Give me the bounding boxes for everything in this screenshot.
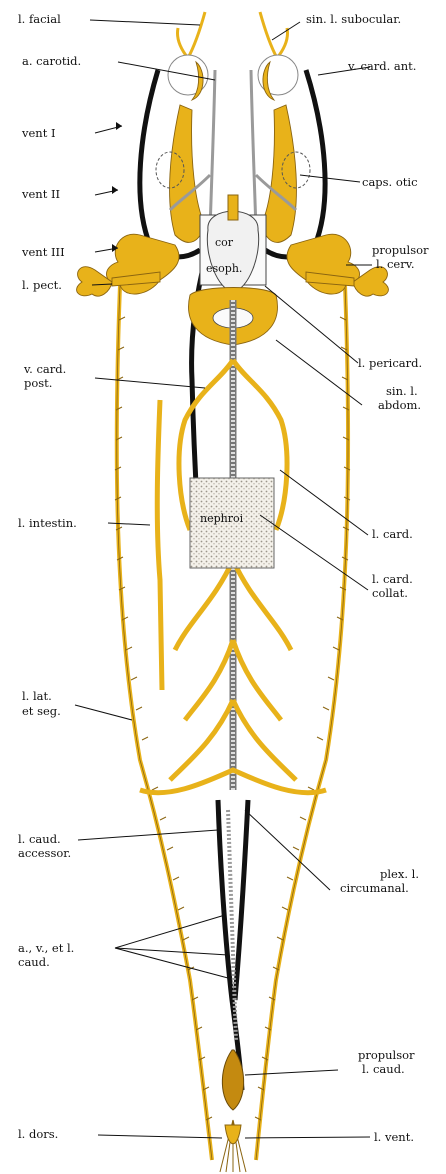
segmental-ticks-left [115, 317, 212, 1120]
label-propulsor-caud-2: l. caud. [362, 1063, 405, 1076]
label-l-card: l. card. [372, 528, 413, 541]
label-l-facial: l. facial [18, 13, 61, 26]
body-outline-right-edge [256, 285, 348, 1160]
label-v-card-post-2: post. [24, 377, 52, 390]
label-l-pericard: l. pericard. [358, 357, 422, 370]
label-cor: cor [215, 236, 233, 249]
label-l-card-collat-2: collat. [372, 587, 408, 600]
label-l-card-collat-1: l. card. [372, 573, 413, 586]
label-l-caud-accessor-2: accessor. [18, 847, 71, 860]
label-l-intestin: l. intestin. [18, 517, 77, 530]
label-sin-l-abdom-2: abdom. [378, 399, 421, 412]
segmental-ticks-right [255, 317, 350, 1120]
label-l-lat-2: et seg. [22, 705, 61, 718]
label-sin-l-abdom-1: sin. l. [386, 385, 418, 398]
label-vent-2: vent II [22, 188, 60, 201]
label-plex-l-1: plex. l. [380, 868, 419, 881]
label-v-card-ant: v. card. ant. [348, 60, 416, 73]
label-l-caud-accessor-1: l. caud. [18, 833, 61, 846]
label-nephroi: nephroi [200, 512, 243, 525]
caudal-vessels [218, 800, 248, 1090]
label-plex-l-2: circumanal. [340, 882, 409, 895]
label-caps-otic: caps. otic [362, 176, 418, 189]
label-propulsor-cerv-2: l. cerv. [376, 258, 415, 271]
label-l-vent: l. vent. [374, 1131, 414, 1144]
label-propulsor-cerv-1: propulsor [372, 244, 429, 257]
arrow-heads [112, 122, 122, 252]
label-a-carotid: a. carotid. [22, 55, 81, 68]
label-l-pect: l. pect. [22, 279, 62, 292]
label-v-card-post-1: v. card. [24, 363, 66, 376]
label-esoph: esoph. [206, 262, 242, 275]
label-vent-3: vent III [22, 246, 65, 259]
label-propulsor-caud-1: propulsor [358, 1049, 415, 1062]
label-l-lat-1: l. lat. [22, 690, 52, 703]
label-vent-1: vent I [22, 127, 56, 140]
label-a-v-et-l-2: caud. [18, 956, 50, 969]
label-a-v-et-l-1: a., v., et l. [18, 942, 74, 955]
label-sin-l-subocular: sin. l. subocular. [306, 13, 401, 26]
label-l-dors: l. dors. [18, 1128, 58, 1141]
